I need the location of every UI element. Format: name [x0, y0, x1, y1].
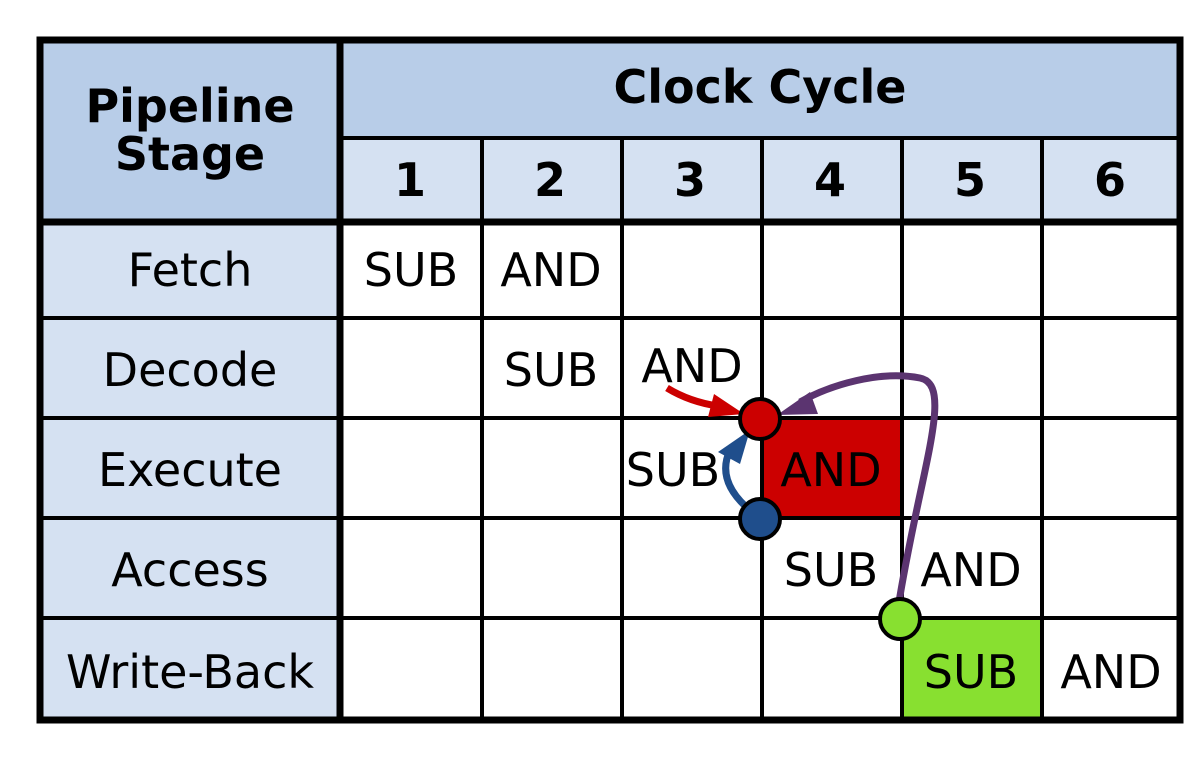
- cell-write-back-cycle6: AND: [1060, 645, 1161, 699]
- cycle-header-title: Clock Cycle: [614, 60, 907, 114]
- cell-access-cycle4: SUB: [784, 543, 878, 597]
- forward-node-red: [738, 397, 782, 441]
- cell-fetch-cycle1: SUB: [364, 243, 458, 297]
- stage-label-fetch: Fetch: [128, 243, 253, 297]
- cell-access-cycle5: AND: [920, 543, 1021, 597]
- cycle-numbers: 1 2 3 4 5 6: [394, 153, 1126, 207]
- cycle-number-4: 4: [814, 153, 846, 207]
- cell-decode-cycle2: SUB: [504, 343, 598, 397]
- highlight-writeback-cycle5: [902, 618, 1042, 720]
- forward-arrow-purple: [798, 372, 939, 609]
- cell-fetch-cycle2: AND: [500, 243, 601, 297]
- cycle-number-5: 5: [954, 153, 986, 207]
- arrowhead-blue: [718, 430, 750, 464]
- stage-label-decode: Decode: [103, 343, 278, 397]
- forward-node-green: [878, 597, 922, 641]
- highlight-execute-cycle4: [762, 418, 902, 518]
- cycle-header-bg: [340, 40, 1180, 138]
- cell-decode-cycle3: AND: [641, 339, 742, 393]
- stage-label-write-back: Write-Back: [66, 645, 314, 699]
- table-border: [36, 36, 1184, 724]
- forwarding-arrows: [665, 372, 939, 641]
- stage-header-bg: [40, 40, 340, 222]
- stage-label-execute: Execute: [98, 443, 282, 497]
- stage-labels-bg: [40, 222, 340, 720]
- cycle-number-3: 3: [674, 153, 706, 207]
- stage-label-access: Access: [111, 543, 268, 597]
- stage-header-title-line2: Stage: [115, 127, 265, 181]
- arrowhead-purple: [777, 392, 818, 415]
- arrowhead-red: [708, 394, 744, 417]
- cycle-number-1: 1: [394, 153, 426, 207]
- cell-execute-cycle4: AND: [780, 443, 881, 497]
- cell-execute-cycle3: SUB: [626, 443, 720, 497]
- stage-header-title-line1: Pipeline: [85, 79, 294, 133]
- cycle-number-2: 2: [534, 153, 566, 207]
- cell-values: SUB AND SUB AND SUB AND SUB AND SUB AND: [364, 243, 1162, 699]
- cell-write-back-cycle5: SUB: [924, 645, 1018, 699]
- forward-node-blue: [738, 497, 782, 541]
- cycle-number-6: 6: [1094, 153, 1126, 207]
